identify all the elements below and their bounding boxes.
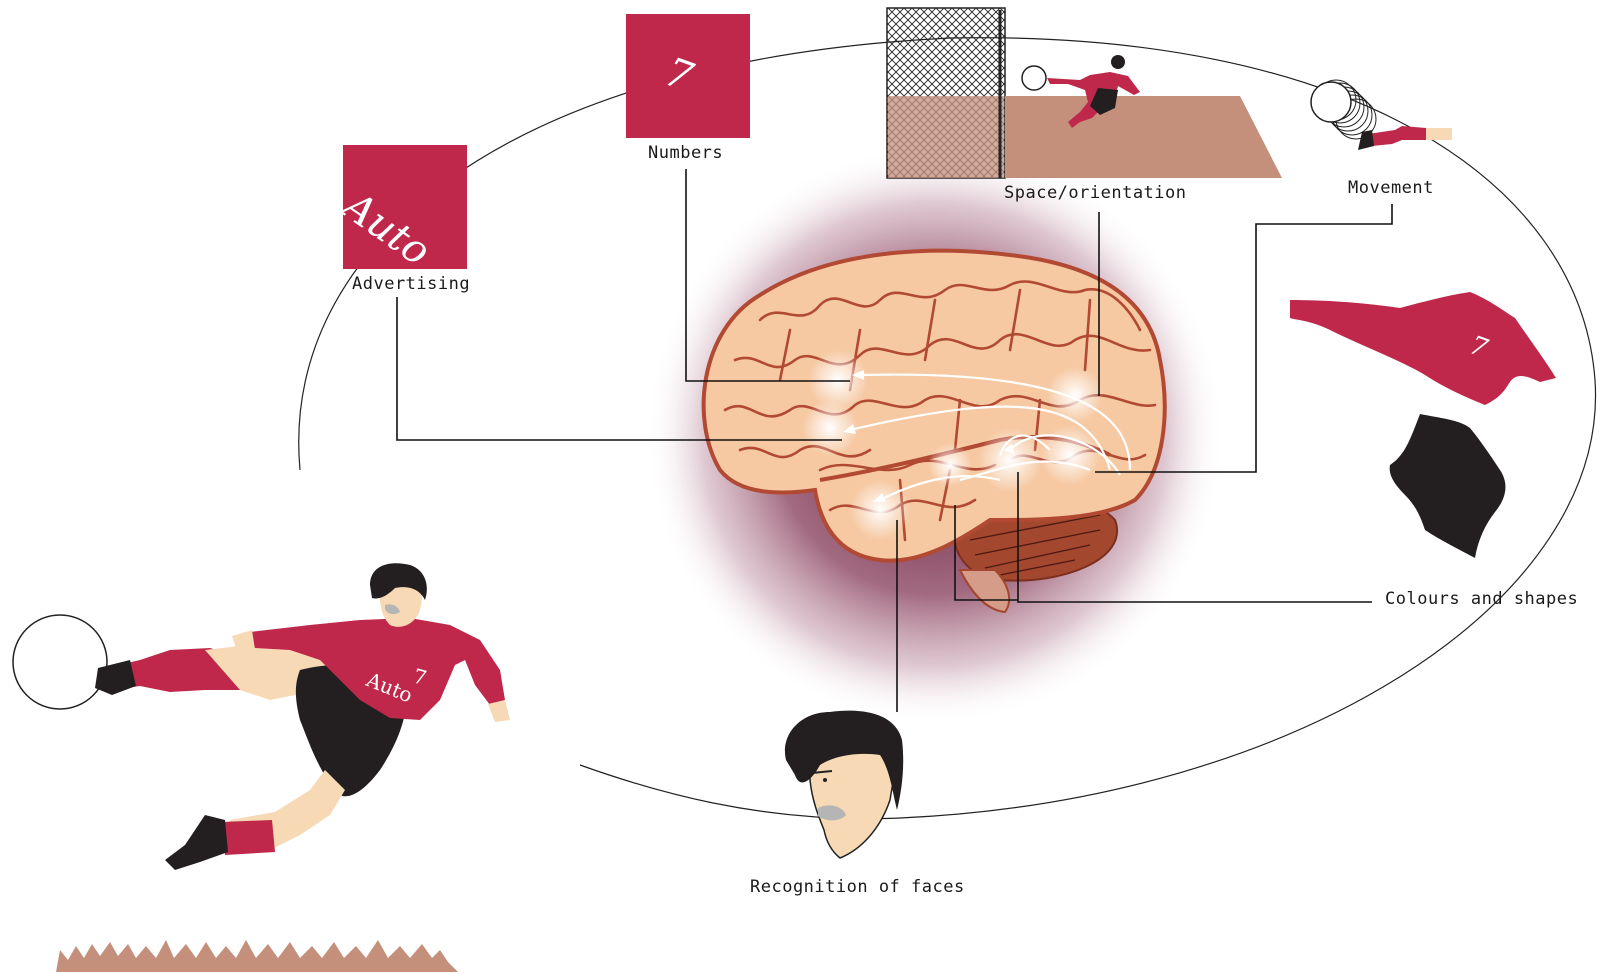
label-numbers: Numbers	[648, 143, 723, 163]
numbers-card-text: 7	[659, 49, 699, 101]
advertising-card: Auto	[343, 145, 467, 269]
label-advertising: Advertising	[352, 274, 470, 294]
advertising-card-text: Auto	[335, 183, 439, 275]
shorts-shape-icon	[1390, 414, 1506, 558]
label-recognition-of-faces: Recognition of faces	[750, 877, 965, 897]
ball-icon	[13, 615, 107, 709]
football-player: 7 Auto	[13, 563, 510, 870]
grass-strip	[56, 940, 458, 972]
face-icon	[785, 711, 903, 858]
net-goal-icon	[887, 8, 1282, 178]
label-colours-and-shapes: Colours and shapes	[1385, 589, 1578, 609]
label-movement: Movement	[1348, 178, 1434, 198]
movement-icon	[1311, 80, 1452, 150]
shirt-shape-icon: 7	[1290, 292, 1556, 405]
label-space-orientation: Space/orientation	[1004, 183, 1187, 203]
numbers-card: 7	[626, 14, 750, 138]
